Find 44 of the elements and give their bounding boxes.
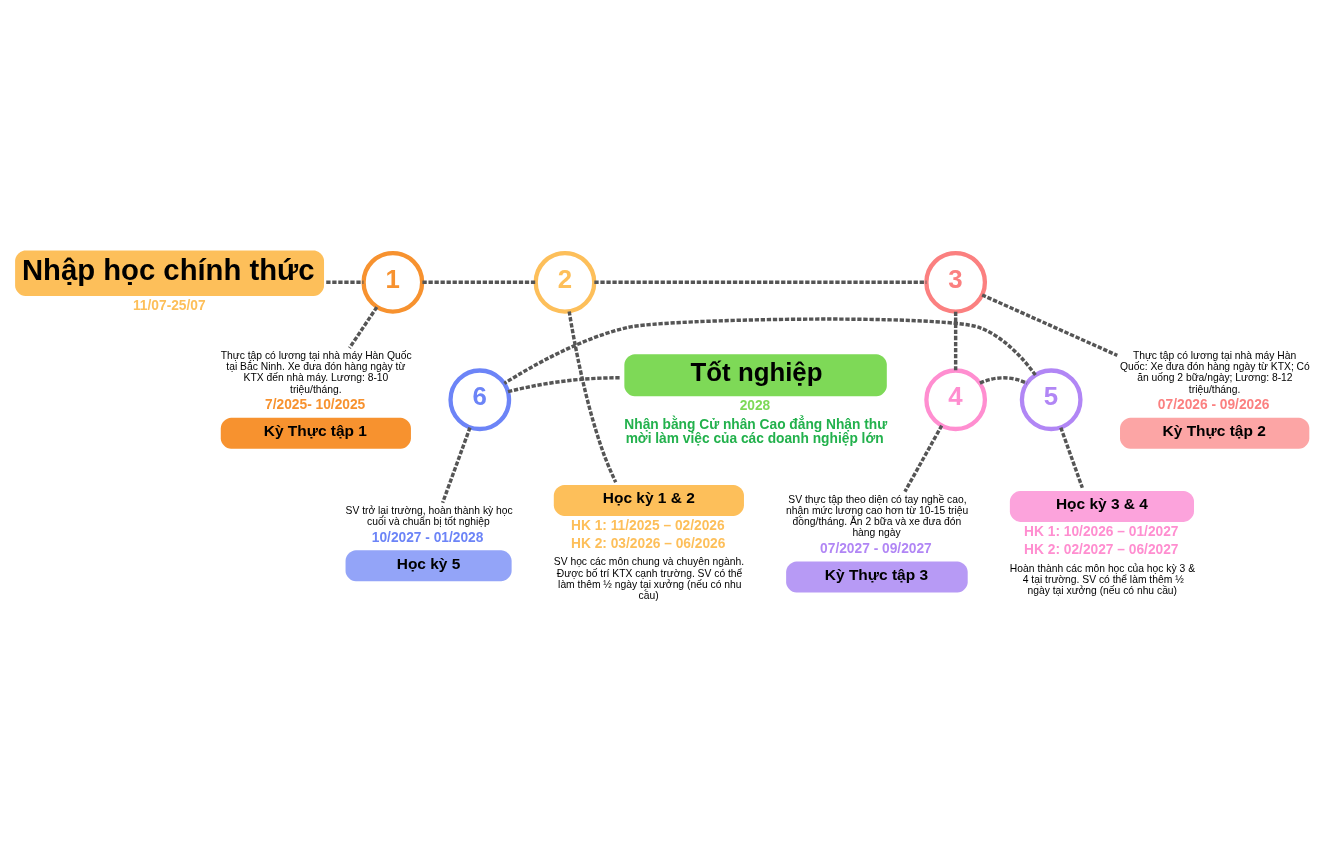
node-label: HK 2: 02/2027 – 06/2027 (1024, 542, 1179, 558)
node-label: Nhận bằng Cử nhân Cao đẳng Nhận thư mời làm việc của các doanh nghiệp lớn (624, 416, 888, 446)
connector (507, 376, 622, 394)
connector (979, 376, 1028, 385)
node-label: Hoàn thành các môn học của học kỳ 3 & 4 tại trường. SV có thể làm thêm ½ ngày tại xưởng (nếu có nhu cầu) (1009, 562, 1196, 596)
node-label: HK 1: 10/2026 – 01/2027 (1024, 523, 1179, 539)
node-box: Học kỳ 5 (345, 550, 512, 582)
node-circle: 6 (448, 368, 512, 432)
connector (1059, 427, 1084, 489)
node-circle: 3 (924, 250, 988, 314)
node-box: Kỳ Thực tập 2 (1120, 417, 1310, 449)
node-box: Học kỳ 1 & 2 (553, 484, 744, 516)
node-label: SV học các môn chung và chuyên ngành. Được bố trí KTX cạnh trường. SV có thể làm thêm ½ ngày tại xưởng (nếu có nhu cầu) (553, 556, 745, 602)
node-circle: 4 (924, 368, 988, 432)
connector (326, 280, 364, 284)
node-box: Kỳ Thực tập 3 (786, 561, 968, 593)
node-box: Kỳ Thực tập 1 (220, 417, 411, 449)
node-circle: 5 (1019, 368, 1083, 432)
node-box: Học kỳ 3 & 4 (1009, 490, 1194, 522)
connector (981, 293, 1118, 357)
node-circle: 2 (533, 250, 597, 314)
node-label: 07/2027 - 09/2027 (820, 540, 932, 556)
node-label: HK 2: 03/2026 – 06/2026 (571, 536, 726, 552)
node-circle: 1 (361, 250, 425, 314)
node-label: 07/2026 - 09/2026 (1157, 397, 1270, 413)
node-label: SV trở lại trường, hoàn thành kỳ học cuối và chuẩn bị tốt nghiệp (345, 504, 513, 528)
connector (594, 280, 927, 284)
node-box: Tốt nghiệp (624, 354, 887, 397)
node-label: 10/2027 - 01/2028 (371, 529, 484, 545)
connector (567, 311, 618, 483)
node-label: Thực tập có lương tại nhà máy Hàn Quốc: Xe đưa đón hàng ngày từ KTX; Có ăn uống 2 bữa/ngày; Lương: 8-12 triệu/tháng. (1120, 349, 1310, 395)
node-label: 11/07-25/07 (133, 297, 206, 313)
node-label: 7/2025- 10/2025 (265, 397, 366, 413)
connector (903, 424, 944, 493)
node-label: 2028 (739, 397, 771, 413)
connector (953, 311, 958, 371)
connector (348, 306, 379, 349)
node-label: HK 1: 11/2025 – 02/2026 (571, 517, 725, 533)
node-label: SV thực tập theo diện có tay nghề cao, nhận mức lương cao hơn từ 10-15 triệu đồng/tháng. Ăn 2 bữa và xe đưa đón hàng ngày (786, 493, 969, 539)
connector (441, 427, 472, 504)
connector (422, 280, 536, 284)
node-label: Thực tập có lương tại nhà máy Hàn Quốc tại Bắc Ninh. Xe đưa đón hàng ngày từ KTX đến nhà máy. Lương: 8-10 triệu/tháng. (220, 349, 412, 395)
node-box: Nhập học chính thức (15, 250, 325, 297)
connector (503, 317, 1037, 385)
